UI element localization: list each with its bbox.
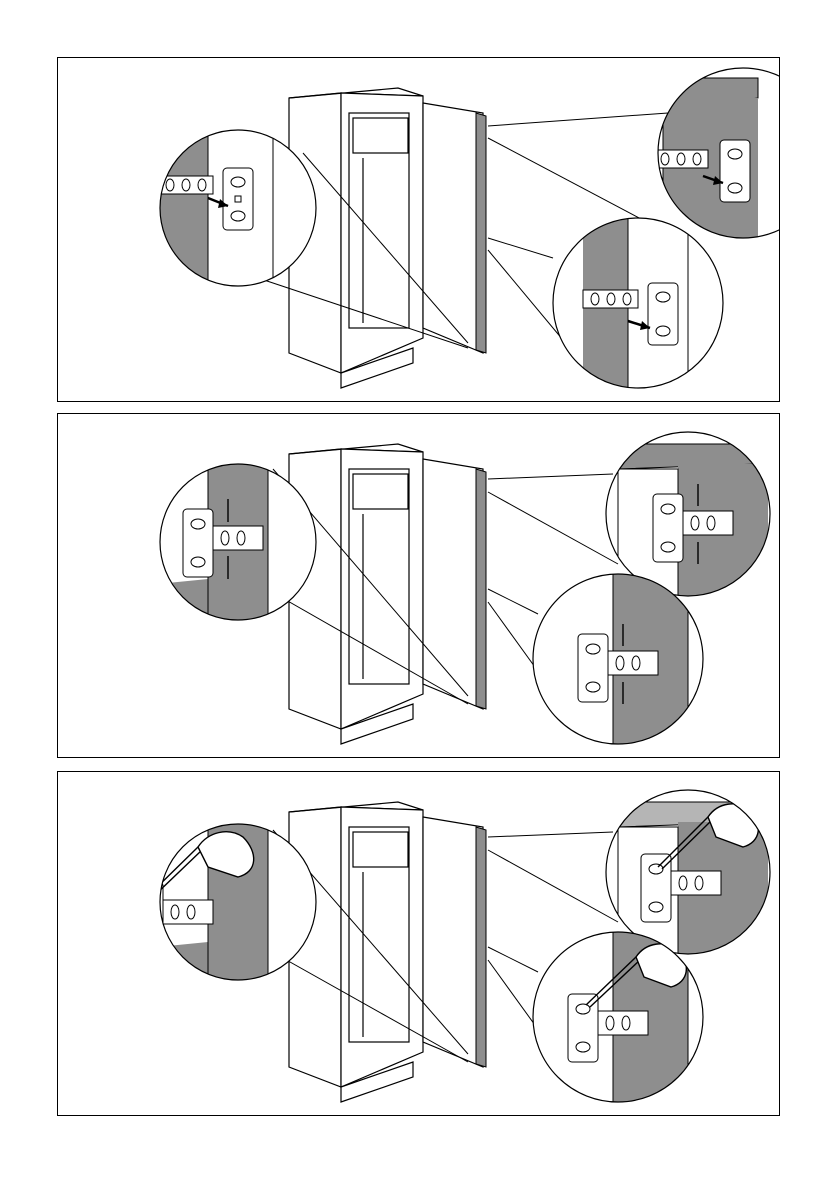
step-1-illustration — [58, 58, 780, 402]
step-3-illustration — [58, 772, 780, 1116]
panel-step-1 — [57, 57, 780, 402]
detail-circle-bottom-right — [528, 574, 708, 754]
detail-circle-bottom-right — [548, 218, 728, 398]
fridge-door — [423, 459, 486, 709]
fridge-door — [423, 103, 486, 353]
panel-step-2 — [57, 413, 780, 758]
step-2-illustration — [58, 414, 780, 758]
detail-circle-bottom-right — [528, 932, 708, 1112]
hinge-bracket — [223, 168, 253, 230]
fridge-door — [423, 817, 486, 1067]
panel-step-3 — [57, 771, 780, 1116]
fridge-cabinet — [289, 802, 423, 1102]
fridge-cabinet — [289, 444, 423, 744]
